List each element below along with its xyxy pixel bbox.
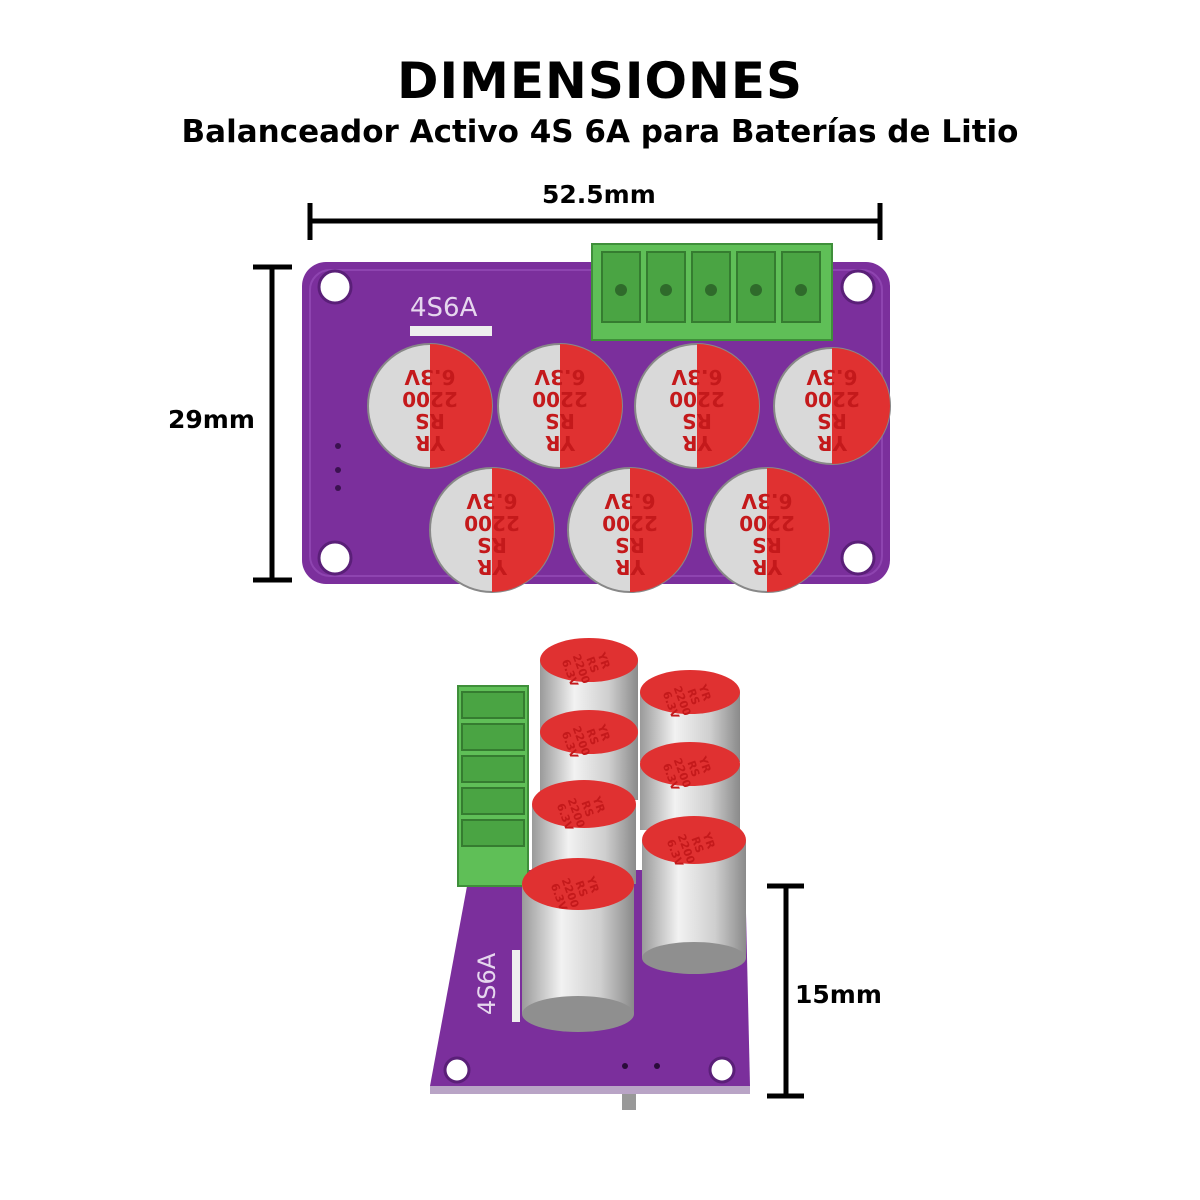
cap-mark-2: RS <box>682 409 712 433</box>
capacitor-side <box>522 858 634 1032</box>
cap-mark-1: YR <box>545 431 576 455</box>
depth-dimension-label: 15mm <box>795 980 882 1009</box>
width-dimension-label: 52.5mm <box>542 180 656 209</box>
cap-mark-2: RS <box>477 533 507 557</box>
cap-mark-2: RS <box>752 533 782 557</box>
terminal-block <box>457 685 529 887</box>
cap-mark-3: 2200 <box>804 387 860 411</box>
cap-mark-1: YR <box>415 431 446 455</box>
cap-mark-2: RS <box>615 533 645 557</box>
cap-mark-1: YR <box>477 555 508 579</box>
cap-mark-4: 6.3V <box>741 489 792 513</box>
height-dimension-label: 29mm <box>168 405 255 434</box>
mounting-hole <box>840 269 876 305</box>
capacitor-top <box>429 467 555 593</box>
capacitor-top <box>567 467 693 593</box>
depth-dimension-line <box>767 883 804 1099</box>
cap-mark-2: RS <box>684 759 702 779</box>
capacitor-top <box>773 347 891 465</box>
cap-mark-2: RS <box>583 655 601 675</box>
terminal-block <box>591 243 833 341</box>
capacitor-side <box>642 816 746 974</box>
cap-mark-1: YR <box>594 722 612 743</box>
capacitor-top <box>634 343 760 469</box>
cap-mark-1: YR <box>583 874 601 895</box>
cap-mark-1: YR <box>752 555 783 579</box>
cap-mark-2: RS <box>817 409 847 433</box>
cap-mark-3: 2200 <box>402 387 458 411</box>
cap-mark-4: 6.3V <box>404 365 455 389</box>
perspective-view-board: 4S6A <box>430 638 750 1110</box>
cap-mark-3: 2200 <box>464 511 520 535</box>
cap-mark-1: YR <box>699 830 717 851</box>
cap-mark-4: 6.3V <box>671 365 722 389</box>
cap-mark-4: 6.3V <box>604 489 655 513</box>
capacitor-top <box>704 467 830 593</box>
cap-mark-4: 6.3V <box>806 365 857 389</box>
top-view-board: 4S6A <box>302 243 891 593</box>
cap-mark-4: 6.3V <box>534 365 585 389</box>
mounting-hole <box>443 1056 471 1084</box>
mounting-hole <box>840 540 876 576</box>
mounting-hole <box>317 269 353 305</box>
cap-mark-4: 6.3V <box>466 489 517 513</box>
mounting-hole <box>317 540 353 576</box>
silkscreen-label: 4S6A <box>410 293 478 323</box>
cap-mark-1: YR <box>695 754 713 775</box>
cap-mark-2: RS <box>583 727 601 747</box>
cap-mark-3: 2200 <box>739 511 795 535</box>
cap-mark-2: RS <box>572 879 590 899</box>
width-dimension-line <box>307 203 883 240</box>
page-subtitle: Balanceador Activo 4S 6A para Baterías d… <box>181 114 1019 150</box>
cap-mark-1: YR <box>589 794 607 815</box>
cap-mark-1: YR <box>682 431 713 455</box>
height-dimension-line <box>253 264 292 583</box>
cap-mark-1: YR <box>615 555 646 579</box>
silkscreen-label: 4S6A <box>473 952 501 1015</box>
cap-mark-3: 2200 <box>669 387 725 411</box>
cap-mark-3: 2200 <box>602 511 658 535</box>
mounting-hole <box>708 1056 736 1084</box>
cap-mark-1: YR <box>817 431 848 455</box>
cap-mark-2: RS <box>688 835 706 855</box>
cap-mark-1: YR <box>594 650 612 671</box>
cap-mark-3: 2200 <box>532 387 588 411</box>
cap-mark-2: RS <box>415 409 445 433</box>
capacitor-top <box>367 343 493 469</box>
capacitor-top <box>497 343 623 469</box>
cap-mark-2: RS <box>578 799 596 819</box>
cap-mark-1: YR <box>695 682 713 703</box>
page-title: DIMENSIONES <box>397 52 803 110</box>
cap-mark-2: RS <box>684 687 702 707</box>
cap-mark-2: RS <box>545 409 575 433</box>
